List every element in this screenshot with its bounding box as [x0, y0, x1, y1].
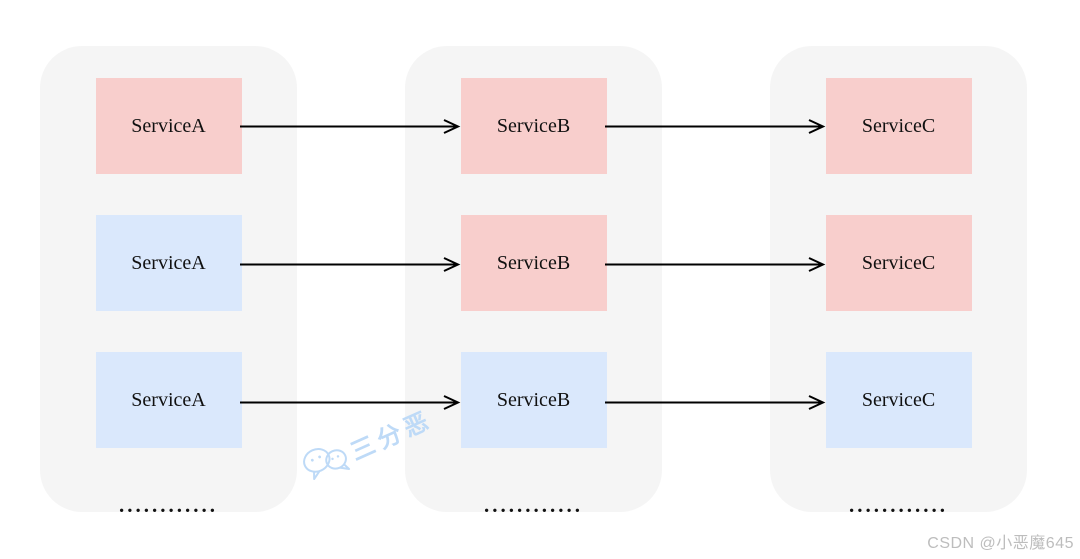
- more-services-ellipsis: ............: [119, 493, 218, 517]
- more-services-ellipsis: ............: [484, 493, 583, 517]
- wechat-icon: [303, 448, 351, 481]
- service-node: ServiceA: [95, 352, 242, 448]
- service-node-label: ServiceA: [131, 388, 206, 411]
- service-node: ServiceB: [460, 78, 607, 174]
- service-node: ServiceC: [825, 78, 972, 174]
- service-node: ServiceA: [95, 215, 242, 311]
- service-group-column-2: ServiceB ServiceB ServiceB ............: [405, 46, 662, 516]
- service-node: ServiceC: [825, 352, 972, 448]
- service-node: ServiceB: [460, 215, 607, 311]
- service-node: ServiceA: [95, 78, 242, 174]
- more-services-ellipsis: ............: [849, 493, 948, 517]
- service-node: ServiceC: [825, 215, 972, 311]
- service-node-label: ServiceC: [861, 114, 936, 137]
- service-group-column-3: ServiceC ServiceC ServiceC ............: [770, 46, 1027, 516]
- service-group-column-1: ServiceA ServiceA ServiceA ............: [40, 46, 297, 516]
- service-node-label: ServiceB: [496, 388, 571, 411]
- service-node-label: ServiceB: [496, 251, 571, 274]
- service-node-label: ServiceA: [131, 114, 206, 137]
- service-node-label: ServiceA: [131, 251, 206, 274]
- service-node-label: ServiceB: [496, 114, 571, 137]
- service-node-label: ServiceC: [861, 251, 936, 274]
- corner-watermark-text: CSDN @小恶魔645: [927, 535, 1074, 552]
- service-node: ServiceB: [460, 352, 607, 448]
- service-node-label: ServiceC: [861, 388, 936, 411]
